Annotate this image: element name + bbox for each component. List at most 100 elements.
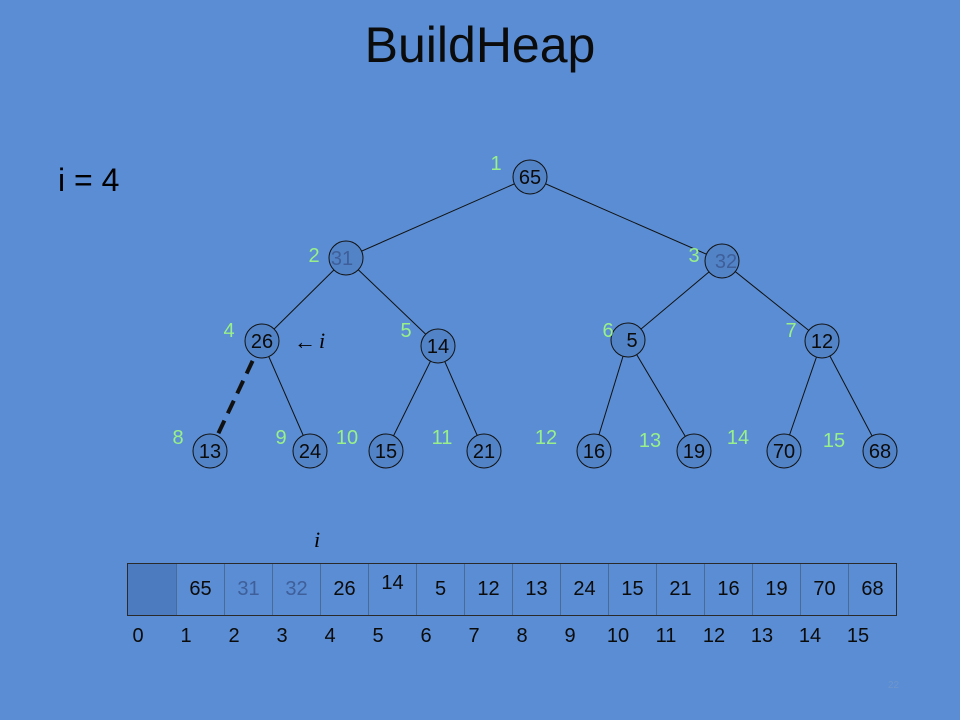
array-index-4: 4 xyxy=(324,625,336,647)
tree-edge-5-10 xyxy=(385,345,439,452)
tree-node-index-1: 1 xyxy=(490,153,501,175)
tree-node-index-7: 7 xyxy=(785,320,796,342)
tree-node-15 xyxy=(862,433,898,469)
tree-edge-4-9 xyxy=(261,340,311,452)
tree-node-index-10: 10 xyxy=(336,427,358,449)
tree-node-value-4: 26 xyxy=(251,331,273,353)
tree-node-14 xyxy=(766,433,802,469)
tree-edge-6-12 xyxy=(593,339,629,452)
array-cell-7: 12 xyxy=(464,564,512,615)
tree-node-3 xyxy=(704,243,740,279)
tree-node-6 xyxy=(610,322,646,358)
array-index-12: 12 xyxy=(702,625,726,647)
array-cell-14: 70 xyxy=(800,564,848,615)
tree-edge-1-2 xyxy=(345,176,531,259)
tree-edge-1-3 xyxy=(529,176,723,262)
tree-edge-3-7 xyxy=(721,260,823,342)
array-index-2: 2 xyxy=(228,625,240,647)
array-index-14: 14 xyxy=(798,625,822,647)
array-cell-9: 24 xyxy=(560,564,608,615)
array-cell-10: 15 xyxy=(608,564,656,615)
tree-node-7 xyxy=(804,323,840,359)
array-index-13: 13 xyxy=(750,625,774,647)
tree-node-value-6: 5 xyxy=(626,330,637,352)
array-index-7: 7 xyxy=(468,625,480,647)
tree-node-value-1: 65 xyxy=(519,167,541,189)
slide-title: BuildHeap xyxy=(364,17,596,73)
array-cell-13: 19 xyxy=(752,564,800,615)
tree-node-value-7: 12 xyxy=(811,331,833,353)
tree-node-index-2: 2 xyxy=(308,245,319,267)
array-index-3: 3 xyxy=(276,625,288,647)
tree-node-value-8: 13 xyxy=(199,441,221,463)
left-arrow-icon: ← xyxy=(294,329,316,354)
tree-node-value-9: 24 xyxy=(299,441,321,463)
array-cell-2: 31 xyxy=(224,564,272,615)
array-cell-3: 32 xyxy=(272,564,320,615)
array-cell-12: 16 xyxy=(704,564,752,615)
array-index-6: 6 xyxy=(420,625,432,647)
tree-edge-2-5 xyxy=(345,257,439,347)
tree-edge-6-13 xyxy=(627,339,695,452)
array-index-5: 5 xyxy=(372,625,384,647)
tree-node-8 xyxy=(192,433,228,469)
tree-node-index-11: 11 xyxy=(432,427,453,449)
array-cell-5: 14 xyxy=(368,564,416,615)
tree-node-value-11: 21 xyxy=(473,441,495,463)
tree-edge-7-14 xyxy=(783,340,823,452)
tree-edge-5-11 xyxy=(437,345,485,452)
tree-node-4 xyxy=(244,323,280,359)
array-index-15: 15 xyxy=(846,625,870,647)
slide-number: 22 xyxy=(888,680,900,691)
tree-node-index-14: 14 xyxy=(727,427,749,449)
tree-pointer-i: i xyxy=(319,328,326,353)
tree-node-index-12: 12 xyxy=(535,427,557,449)
tree-node-9 xyxy=(292,433,328,469)
array-index-11: 11 xyxy=(655,625,677,647)
tree-node-value-15: 68 xyxy=(869,441,891,463)
array-cell-4: 26 xyxy=(320,564,368,615)
tree-node-value-10: 15 xyxy=(375,441,397,463)
tree-node-10 xyxy=(368,433,404,469)
array-cell-0 xyxy=(128,564,176,615)
tree-node-2 xyxy=(328,240,364,276)
array-index-0: 0 xyxy=(132,625,144,647)
array-index-1: 1 xyxy=(180,625,192,647)
array-pointer-i: i xyxy=(314,527,321,552)
tree-node-index-6: 6 xyxy=(602,320,613,342)
array-index-10: 10 xyxy=(606,625,630,647)
tree-node-index-5: 5 xyxy=(400,320,411,342)
tree-node-value-2: 31 xyxy=(331,248,353,270)
tree-node-value-13: 19 xyxy=(683,441,705,463)
array-index-9: 9 xyxy=(564,625,576,647)
tree-node-13 xyxy=(676,433,712,469)
tree-node-value-14: 70 xyxy=(773,441,795,463)
array-cell-8: 13 xyxy=(512,564,560,615)
tree-node-index-9: 9 xyxy=(275,427,286,449)
array-cell-1: 65 xyxy=(176,564,224,615)
tree-node-1 xyxy=(512,159,548,195)
tree-edge-3-6 xyxy=(627,260,723,341)
iteration-label: i = 4 xyxy=(58,162,120,198)
tree-edge-2-4 xyxy=(261,257,347,342)
tree-node-5 xyxy=(420,328,456,364)
tree-node-12 xyxy=(576,433,612,469)
array-cell-11: 21 xyxy=(656,564,704,615)
tree-node-index-15: 15 xyxy=(823,430,845,452)
tree-edges xyxy=(208,176,881,452)
tree-edge-7-15 xyxy=(821,340,881,452)
tree-node-index-4: 4 xyxy=(223,320,234,342)
tree-node-11 xyxy=(466,433,502,469)
tree-node-index-8: 8 xyxy=(172,427,183,449)
array-index-8: 8 xyxy=(516,625,528,647)
tree-node-value-12: 16 xyxy=(583,441,605,463)
tree-node-index-3: 3 xyxy=(688,245,699,267)
tree-node-value-5: 14 xyxy=(427,336,449,358)
array-cell-15: 68 xyxy=(848,564,896,615)
tree-node-index-13: 13 xyxy=(639,430,661,452)
tree-node-value-3: 32 xyxy=(715,251,737,273)
